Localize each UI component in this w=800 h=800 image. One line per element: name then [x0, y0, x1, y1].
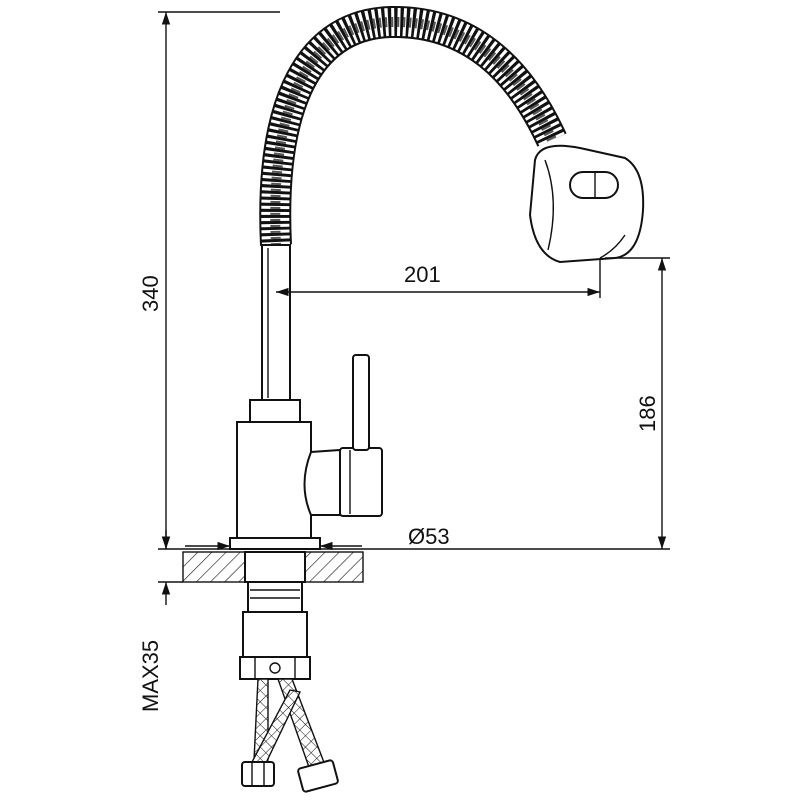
dimension-spout-height [605, 257, 670, 549]
supply-hoses [241, 678, 339, 793]
spray-head [528, 144, 645, 264]
label-base-diameter: Ø53 [408, 524, 450, 549]
label-spout-reach: 201 [404, 262, 441, 287]
spout-pipe [261, 244, 291, 401]
dimension-spout-reach [276, 258, 601, 298]
label-spout-height: 186 [635, 395, 660, 432]
dimension-total-height [158, 11, 280, 549]
label-max-countertop: MAX35 [138, 640, 163, 712]
faucet-body [229, 354, 383, 550]
mounting-shank [239, 551, 311, 680]
dimension-max-countertop [158, 530, 183, 605]
flexible-hose [259, 5, 567, 246]
label-total-height: 340 [138, 275, 163, 312]
lever-handle [352, 354, 370, 451]
countertop-section [182, 551, 364, 583]
